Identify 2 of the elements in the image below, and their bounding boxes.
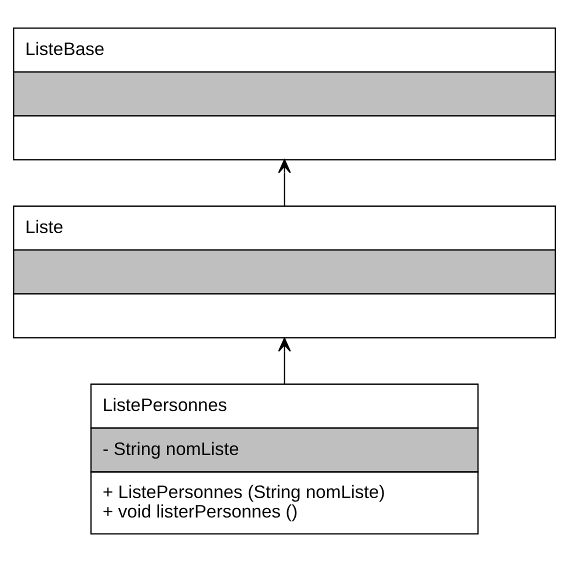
arrow — [278, 158, 291, 206]
arrow — [278, 337, 291, 384]
